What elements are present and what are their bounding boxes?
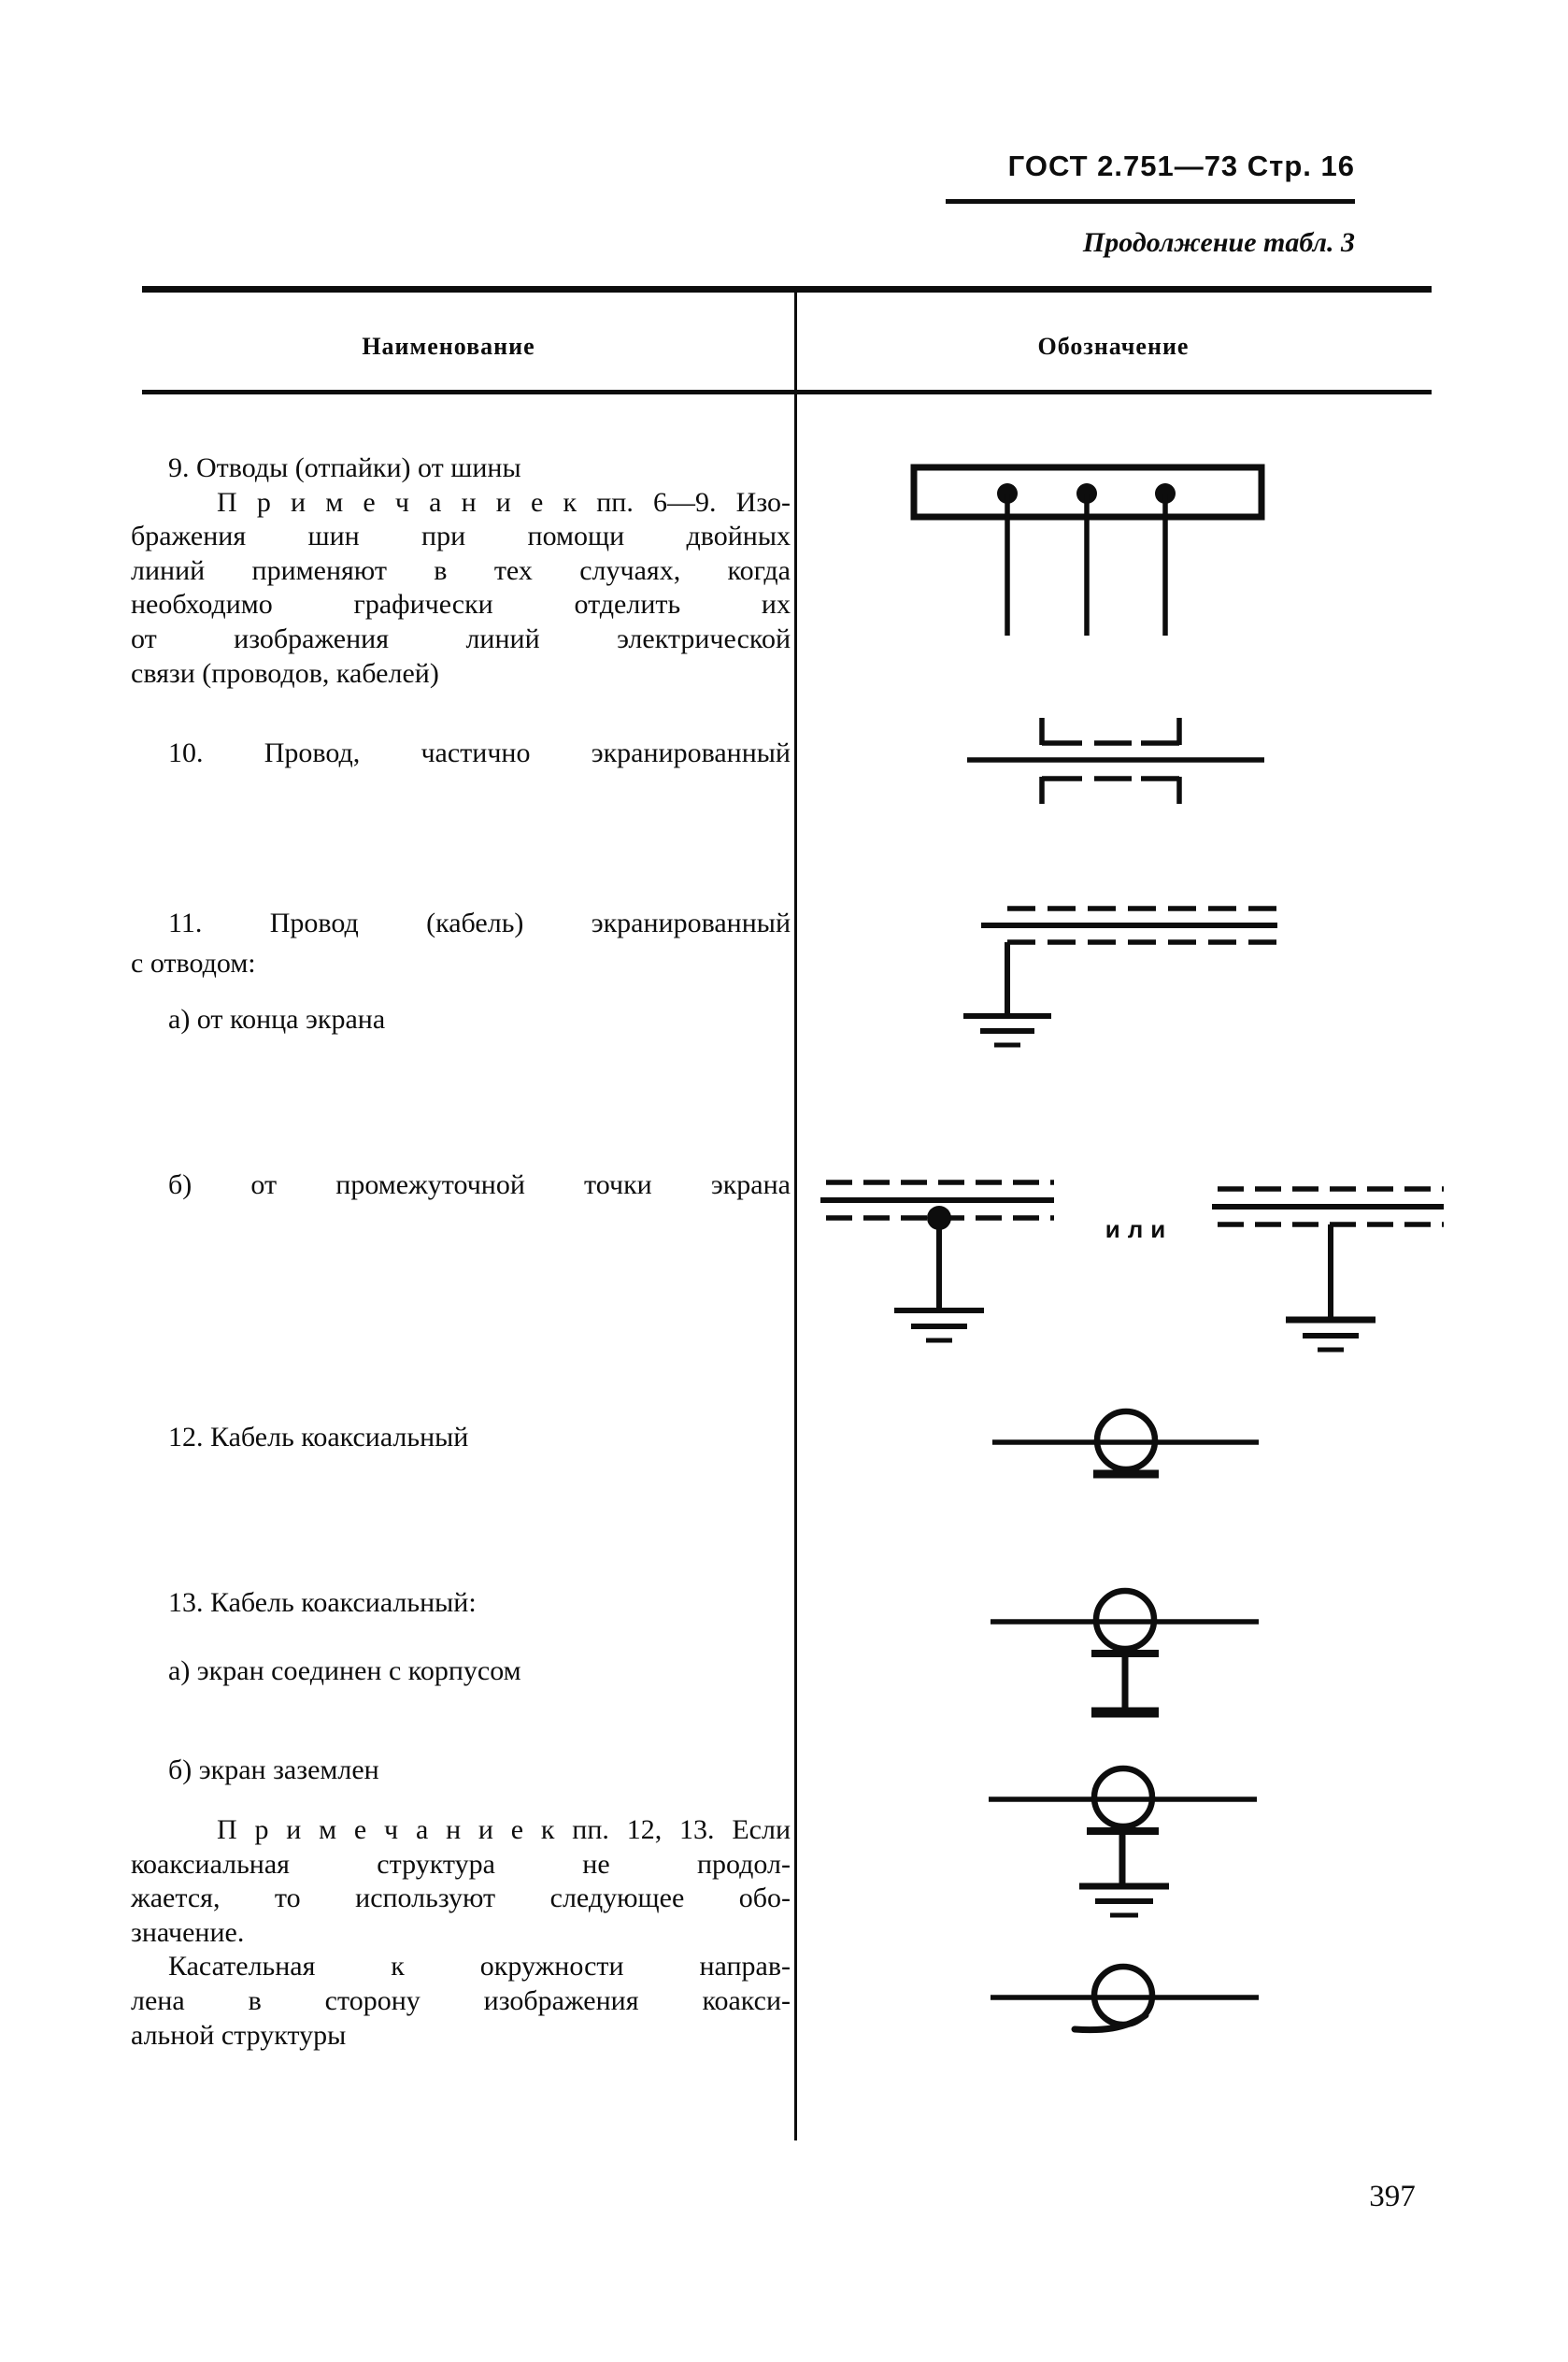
row-11b-name-cell: б) от промежуточной точки экрана [131, 1168, 791, 1203]
text-line: П р и м е ч а н и е к пп. 12, 13. Если [217, 1814, 791, 1845]
row-13-name-cell: 13. Кабель коаксиальный: [131, 1586, 791, 1621]
row-13a-name-cell: а) экран соединен с корпусом [131, 1654, 791, 1689]
coaxial-structure-not-continued-symbol [991, 1963, 1259, 2034]
coaxial-cable-symbol [992, 1408, 1259, 1479]
text-line: с отводом: [131, 948, 256, 979]
text-line: бражения шин при помощи двойных [131, 521, 791, 552]
row-11a-name-cell: а) от конца экрана [131, 1003, 791, 1038]
text-line: значение. [131, 1916, 245, 1948]
text-line: 11. Провод (кабель) экранированный [168, 908, 791, 938]
text-line: жается, то используют следующее обо- [131, 1882, 791, 1914]
text-line: б) экран заземлен [168, 1754, 379, 1785]
row-12-name-cell: 12. Кабель коаксиальный [131, 1421, 791, 1455]
table-top-rule [142, 286, 1432, 293]
text-line: лена в сторону изображения коакси- [131, 1984, 791, 2016]
row-11-name-cell: 11. Провод (кабель) экранированный с отво… [131, 903, 791, 983]
text-line: необходимо графически отделить их [131, 589, 791, 621]
coaxial-cable-shield-grounded-symbol [989, 1765, 1257, 1918]
page-number: 397 [1369, 2180, 1416, 2213]
column-header-name: Наименование [362, 333, 535, 360]
column-header-designation: Обозначение [1037, 333, 1190, 360]
text-line: линий применяют в тех случаях, когда [131, 554, 791, 586]
text-line: П р и м е ч а н и е к пп. 6—9. Изо- [217, 486, 791, 518]
table-header-rule [142, 390, 1432, 394]
text-line: 12. Кабель коаксиальный [168, 1422, 469, 1453]
text-line: 13. Кабель коаксиальный: [168, 1587, 477, 1618]
text-line: коаксиальная структура не продол- [131, 1848, 791, 1880]
text-line: 10. Провод, частично экранированный [168, 737, 791, 768]
table-continuation-label: Продолжение табл. 3 [1082, 227, 1355, 258]
coaxial-cable-shield-to-chassis-symbol [991, 1587, 1259, 1718]
text-line: связи (проводов, кабелей) [131, 657, 439, 689]
shielded-wire-tap-from-midpoint-alt-symbol [1212, 1186, 1444, 1353]
text-line: от изображения линий электрической [131, 623, 791, 654]
row-13b-name-cell: б) экран заземлен [131, 1754, 791, 1788]
partially-shielded-wire-symbol [967, 718, 1264, 804]
text-line: б) от промежуточной точки экрана [168, 1169, 791, 1200]
table-column-divider [794, 286, 797, 2140]
shielded-wire-tap-from-end-symbol [963, 906, 1278, 1048]
text-line: а) экран соединен с корпусом [168, 1655, 521, 1686]
row-10-name-cell: 10. Провод, частично экранированный [131, 737, 791, 771]
text-line: Касательная к окружности направ- [168, 1951, 791, 1983]
text-line: 9. Отводы (отпайки) от шины [168, 452, 521, 483]
text-line: а) от конца экрана [168, 1004, 386, 1035]
bus-with-taps-symbol [910, 464, 1265, 636]
or-label: или [1105, 1215, 1174, 1243]
page-header: ГОСТ 2.751—73 Стр. 16 [1007, 150, 1355, 182]
text-line: альной структуры [131, 2019, 347, 2051]
header-rule [946, 199, 1355, 204]
shielded-wire-tap-from-midpoint-symbol [820, 1180, 1054, 1343]
